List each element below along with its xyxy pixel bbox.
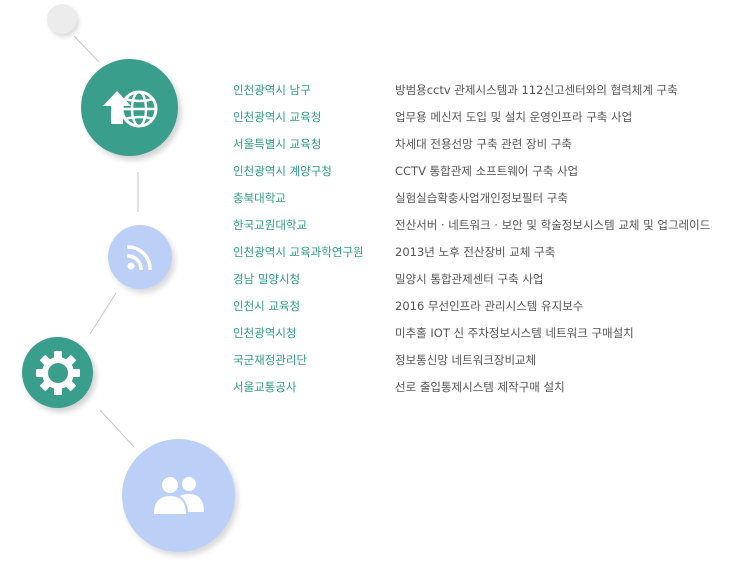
list-item: 인천광역시청 미추홀 IOT 신 주차정보시스템 네트워크 구매설치	[233, 319, 710, 346]
project-name: 전산서버 · 네트워크 · 보안 및 학술정보시스템 교체 및 업그레이드	[395, 217, 711, 232]
project-name: 밀양시 통합관제센터 구축 사업	[395, 271, 544, 286]
project-name: 방범용cctv 관제시스템과 112신고센터와의 협력체계 구축	[395, 82, 678, 97]
list-item: 인천시 교육청 2016 무선인프라 관리시스템 유지보수	[233, 292, 710, 319]
list-item: 인천광역시 교육청 업무용 메신저 도입 및 설치 운영인프라 구축 사업	[233, 103, 710, 130]
list-item: 인천광역시 계양구청 CCTV 통합관제 소프트웨어 구축 사업	[233, 157, 710, 184]
people-icon	[153, 476, 204, 514]
project-name: 미추홀 IOT 신 주차정보시스템 네트워크 구매설치	[395, 325, 634, 340]
project-name: 2013년 노후 전산장비 교체 구축	[395, 244, 556, 259]
project-list: 인천광역시 남구 방범용cctv 관제시스템과 112신고센터와의 협력체계 구축…	[233, 76, 710, 400]
list-item: 서울교통공사 선로 출입통제시스템 제작구매 설치	[233, 373, 710, 400]
list-item: 국군재정관리단 정보통신망 네트워크장비교체	[233, 346, 710, 373]
small-decor-circle	[47, 4, 77, 34]
list-item: 충북대학교 실험실습확충사업개인정보필터 구축	[233, 184, 710, 211]
list-item: 한국교원대학교 전산서버 · 네트워크 · 보안 및 학술정보시스템 교체 및 업…	[233, 211, 710, 238]
project-name: 업무용 메신저 도입 및 설치 운영인프라 구축 사업	[395, 109, 633, 124]
org-name: 한국교원대학교	[233, 217, 308, 232]
globe-upload-icon	[102, 90, 157, 127]
list-item: 서울특별시 교육청 차세대 전용선망 구축 관련 장비 구축	[233, 130, 710, 157]
people-circle	[122, 439, 235, 552]
gear-icon	[35, 350, 80, 395]
org-name: 서울교통공사	[233, 379, 297, 394]
org-name: 인천시 교육청	[233, 298, 301, 313]
org-name: 인천광역시 교육과학연구원	[233, 244, 364, 259]
org-name: 국군재정관리단	[233, 352, 308, 367]
project-name: 실험실습확충사업개인정보필터 구축	[395, 190, 568, 205]
list-item: 인천광역시 교육과학연구원 2013년 노후 전산장비 교체 구축	[233, 238, 710, 265]
org-name: 인천광역시 남구	[233, 82, 311, 97]
project-name: 정보통신망 네트워크장비교체	[395, 352, 537, 367]
org-name: 인천광역시 교육청	[233, 109, 322, 124]
project-name: 차세대 전용선망 구축 관련 장비 구축	[395, 136, 572, 151]
gear-circle	[22, 337, 93, 408]
org-name: 경남 밀양시청	[233, 271, 301, 286]
org-name: 충북대학교	[233, 190, 286, 205]
org-name: 인천광역시청	[233, 325, 297, 340]
list-item: 인천광역시 남구 방범용cctv 관제시스템과 112신고센터와의 협력체계 구축	[233, 76, 710, 103]
rss-icon	[127, 245, 152, 270]
globe-circle	[81, 59, 178, 156]
org-name: 인천광역시 계양구청	[233, 163, 332, 178]
project-name: CCTV 통합관제 소프트웨어 구축 사업	[395, 163, 579, 178]
project-name: 2016 무선인프라 관리시스템 유지보수	[395, 298, 584, 313]
org-name: 서울특별시 교육청	[233, 136, 322, 151]
rss-circle	[108, 225, 172, 289]
project-name: 선로 출입통제시스템 제작구매 설치	[395, 379, 565, 394]
list-item: 경남 밀양시청 밀양시 통합관제센터 구축 사업	[233, 265, 710, 292]
